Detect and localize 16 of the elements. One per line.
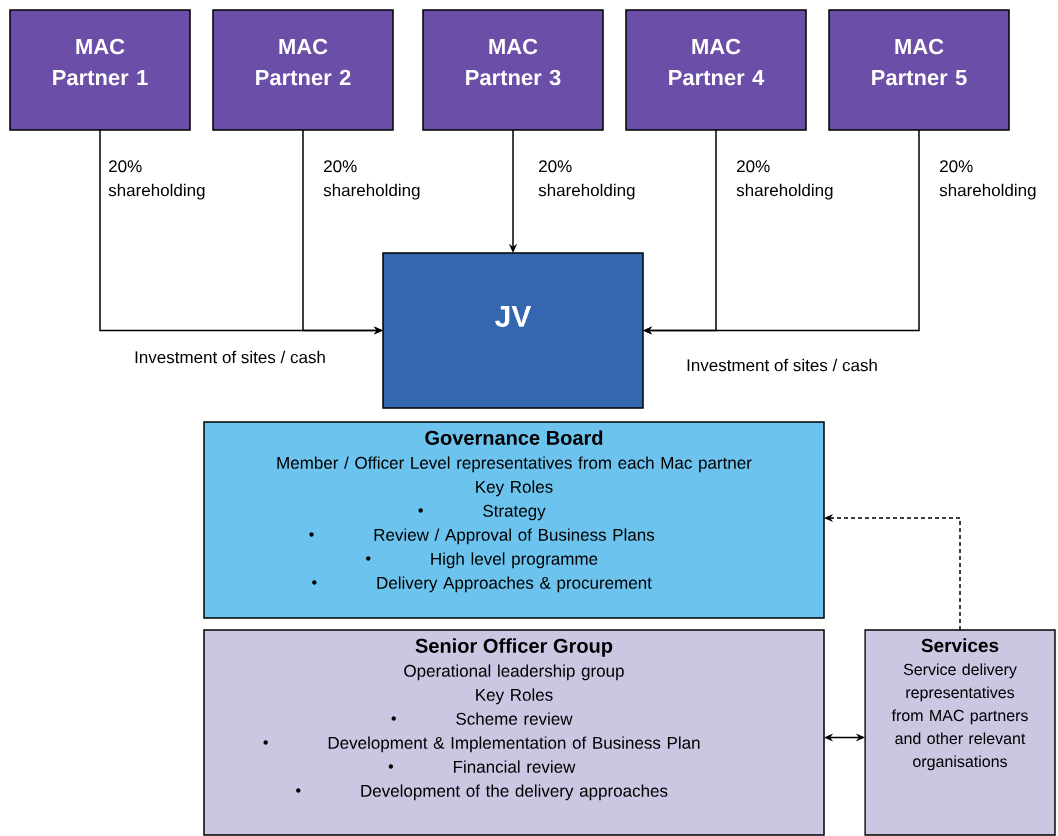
edge-label: 20% shareholding — [323, 160, 420, 200]
edge-label: 20% shareholding — [538, 160, 635, 200]
partner-box: MAC Partner 1 — [9, 9, 191, 131]
services-box: Services Service delivery representatives from MAC partners and other relevant organisations — [864, 629, 1056, 836]
edge-label: 20% shareholding — [108, 160, 205, 200]
edge-label: 20% shareholding — [939, 160, 1036, 200]
note-text: Investment of sites / cash — [135, 350, 325, 364]
note-text: Investment of sites / cash — [687, 358, 877, 372]
partner-box: MAC Partner 3 — [422, 9, 604, 131]
partner-box: MAC Partner 5 — [828, 9, 1010, 131]
edge-label: 20% shareholding — [736, 160, 833, 200]
partner-box: MAC Partner 4 — [625, 9, 807, 131]
board-box: Governance Board Member / Officer Level representatives from each Mac partner Key Roles Strategy Review / Approval of Business Plans High level programme Delivery Approaches & procurement — [203, 421, 825, 619]
jv-box: JV — [382, 252, 644, 409]
group-box: Senior Officer Group Operational leadership group Key Roles Scheme review Development & Implementation of Business Plan Financial review Development of the delivery approaches — [203, 629, 825, 836]
partner-box: MAC Partner 2 — [212, 9, 394, 131]
